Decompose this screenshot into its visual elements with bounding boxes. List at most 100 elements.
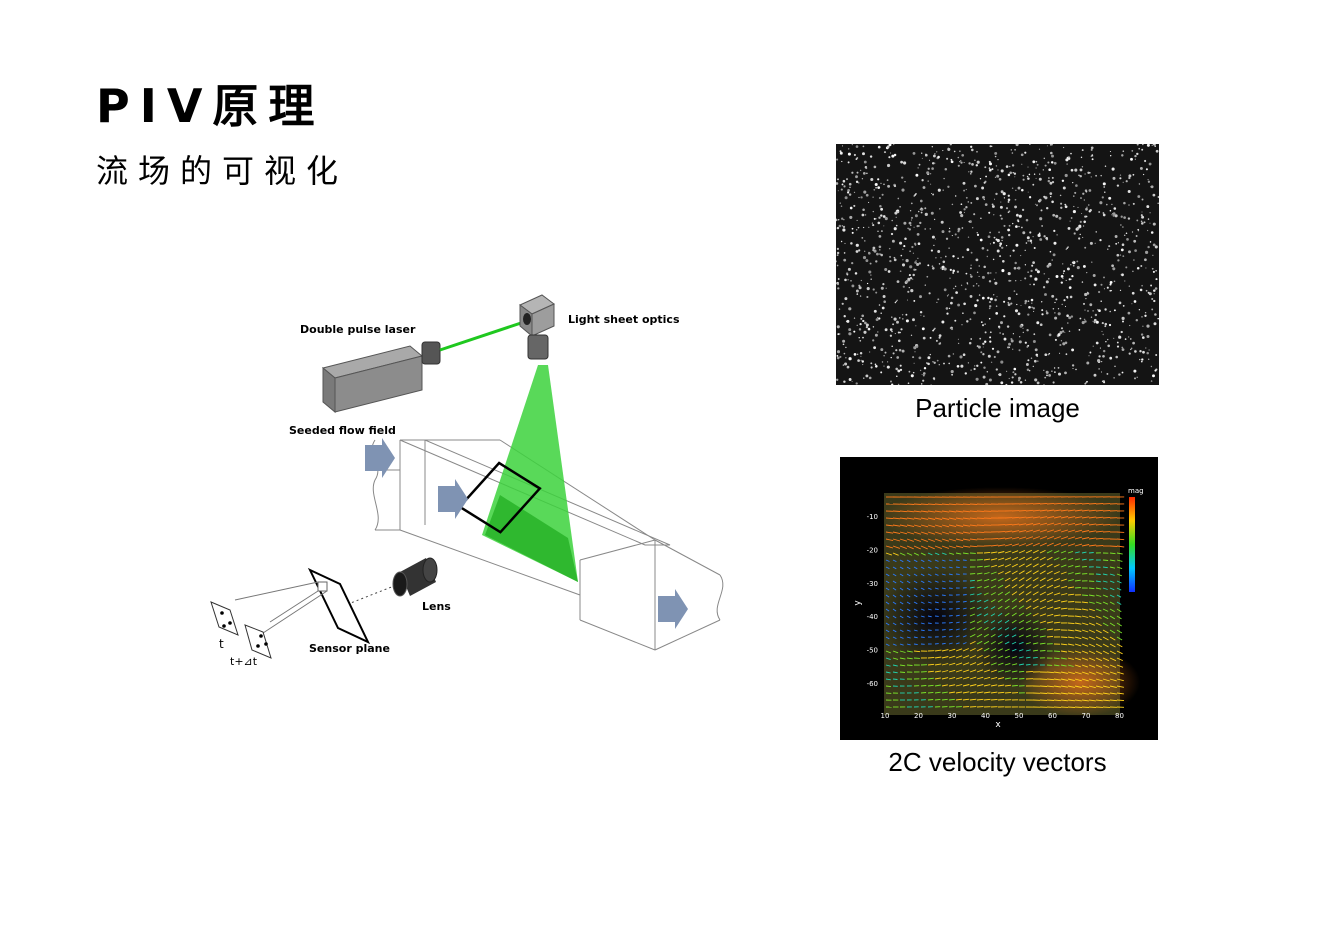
- particle: [884, 267, 888, 272]
- particle: [1012, 249, 1015, 252]
- vector-arrow: [1053, 607, 1061, 610]
- particle: [983, 265, 986, 269]
- vector-arrow: [1039, 650, 1046, 652]
- vector-arrow: [927, 538, 935, 542]
- particle: [1000, 169, 1004, 173]
- particle: [1018, 214, 1022, 218]
- vector-arrow: [1004, 662, 1011, 666]
- vector-arrow: [969, 510, 978, 513]
- particle: [909, 277, 913, 280]
- particle: [1015, 280, 1017, 282]
- particle: [875, 365, 878, 368]
- particle: [945, 307, 949, 310]
- particle: [905, 313, 908, 316]
- particle: [1018, 376, 1021, 380]
- x-axis-label: x: [995, 720, 1001, 730]
- particle: [1024, 277, 1027, 280]
- vector-arrow: [976, 524, 985, 527]
- vector-arrow: [913, 615, 918, 618]
- vector-arrow: [1018, 649, 1024, 652]
- vector-arrow: [885, 580, 890, 584]
- vector-arrow: [983, 592, 989, 596]
- vector-arrow: [962, 669, 970, 673]
- vector-arrow: [1102, 510, 1111, 512]
- vector-arrow: [913, 517, 922, 520]
- particle: [1034, 277, 1038, 281]
- particle: [900, 160, 904, 164]
- particle: [954, 285, 957, 288]
- particle: [1109, 209, 1112, 212]
- vector-arrow: [1032, 563, 1039, 568]
- particle: [866, 282, 869, 285]
- colorbar: [1129, 497, 1135, 592]
- particle: [1064, 341, 1068, 345]
- particle: [1047, 263, 1050, 265]
- particle: [1051, 259, 1053, 261]
- particle: [882, 215, 886, 218]
- vector-arrow: [983, 627, 989, 631]
- particle: [851, 380, 853, 383]
- particle: [857, 359, 860, 362]
- vector-arrow: [1067, 516, 1076, 519]
- vector-arrow: [1102, 685, 1110, 689]
- particle: [950, 301, 953, 305]
- particle: [866, 287, 870, 291]
- particle: [967, 362, 970, 364]
- vector-arrow: [934, 698, 941, 701]
- particle: [1089, 241, 1093, 245]
- vector-arrow: [1081, 530, 1090, 533]
- particle: [989, 162, 992, 166]
- particle: [1008, 233, 1011, 237]
- particle: [930, 192, 933, 195]
- particle: [1120, 274, 1122, 276]
- particle: [918, 356, 922, 360]
- vector-arrow: [1102, 622, 1109, 627]
- particle: [1147, 180, 1151, 183]
- vector-arrow: [1053, 502, 1062, 505]
- vector-arrow: [955, 552, 962, 555]
- particle: [1075, 368, 1077, 371]
- label-lens: Lens: [422, 600, 451, 613]
- vector-arrow: [1074, 572, 1081, 575]
- particle: [998, 326, 1001, 329]
- particle: [902, 285, 905, 288]
- particle: [1042, 286, 1046, 289]
- particle: [905, 259, 909, 263]
- particle: [1136, 152, 1139, 156]
- vector-arrow: [1067, 601, 1075, 603]
- vector-arrow: [1081, 699, 1089, 702]
- particle: [993, 355, 996, 359]
- vector-arrow: [997, 551, 1005, 554]
- particle: [1119, 174, 1122, 176]
- particle: [927, 356, 931, 360]
- particle: [897, 339, 901, 343]
- vector-arrow: [1032, 656, 1038, 659]
- particle: [1129, 324, 1131, 327]
- vector-arrow: [927, 573, 932, 577]
- particle: [999, 255, 1002, 258]
- vector-arrow: [934, 608, 939, 611]
- vector-arrow: [885, 664, 891, 667]
- vector-arrow: [1074, 622, 1082, 625]
- particle: [933, 218, 936, 221]
- particle: [963, 302, 966, 306]
- vector-arrow: [1102, 524, 1111, 526]
- vector-arrow: [927, 699, 934, 701]
- vector-arrow: [1067, 586, 1075, 589]
- particle: [931, 235, 935, 239]
- vector-arrow: [920, 678, 927, 680]
- vector-arrow: [1053, 621, 1061, 624]
- vector-arrow: [948, 698, 955, 701]
- particle: [876, 316, 879, 319]
- vector-arrow: [941, 670, 949, 673]
- vector-arrow: [1039, 522, 1048, 526]
- particle: [943, 288, 947, 292]
- particle: [1136, 144, 1139, 146]
- particle: [1026, 368, 1030, 371]
- particle: [889, 259, 892, 263]
- particle: [893, 153, 897, 157]
- particle: [856, 353, 859, 356]
- particle: [1072, 181, 1074, 184]
- vector-arrow: [990, 585, 997, 589]
- particle: [1055, 214, 1059, 218]
